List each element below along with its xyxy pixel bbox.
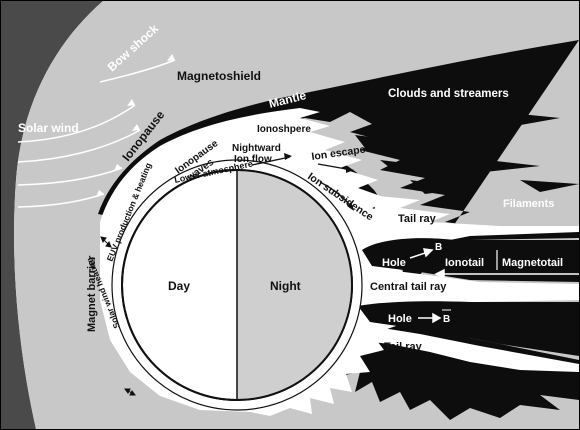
ion-flow-arrowheads <box>284 153 354 211</box>
lower-tail-ray-label: Tail ray <box>384 341 423 353</box>
lower-hole <box>358 301 579 356</box>
nightward-label-line1: Nightward <box>232 143 281 154</box>
ionosphere-label: Ionoshpere <box>257 124 311 135</box>
magnet-barrier-label: Magnet barrier <box>86 255 98 332</box>
upper-hole <box>362 238 579 282</box>
planet-night-side <box>237 170 352 400</box>
magnetoshield-label: Magnetoshield <box>177 69 261 83</box>
night-label: Night <box>270 279 301 293</box>
day-label: Day <box>168 279 190 293</box>
clouds-and-streamers-label: Clouds and streamers <box>388 88 509 100</box>
filaments-label: Filaments <box>503 198 554 210</box>
lower-hole-label: Hole <box>388 313 412 325</box>
planet-outline <box>121 169 353 401</box>
solar-wind-label: Solar wind <box>18 121 79 135</box>
lower-b-vector-label: B <box>443 314 450 325</box>
barrier-thickness-arrows <box>100 236 136 396</box>
upper-tail-ray-label: Tail ray <box>398 213 437 225</box>
central-tail-ray-label: Central tail ray <box>370 281 447 293</box>
upper-hole-label: Hole <box>382 257 406 269</box>
nightward-label-line2: Ion flow <box>234 154 272 165</box>
lower-tail-ray-strip <box>352 324 579 372</box>
solar-wind-arrowheads <box>96 54 175 197</box>
ionotail-label: Ionotail <box>445 257 484 269</box>
upper-b-vector-label: B <box>435 242 442 253</box>
solar-wind-region <box>1 1 103 429</box>
streamers <box>355 112 579 194</box>
magnetotail-label: Magnetotail <box>502 257 563 269</box>
b-vector-arrows <box>409 248 579 324</box>
